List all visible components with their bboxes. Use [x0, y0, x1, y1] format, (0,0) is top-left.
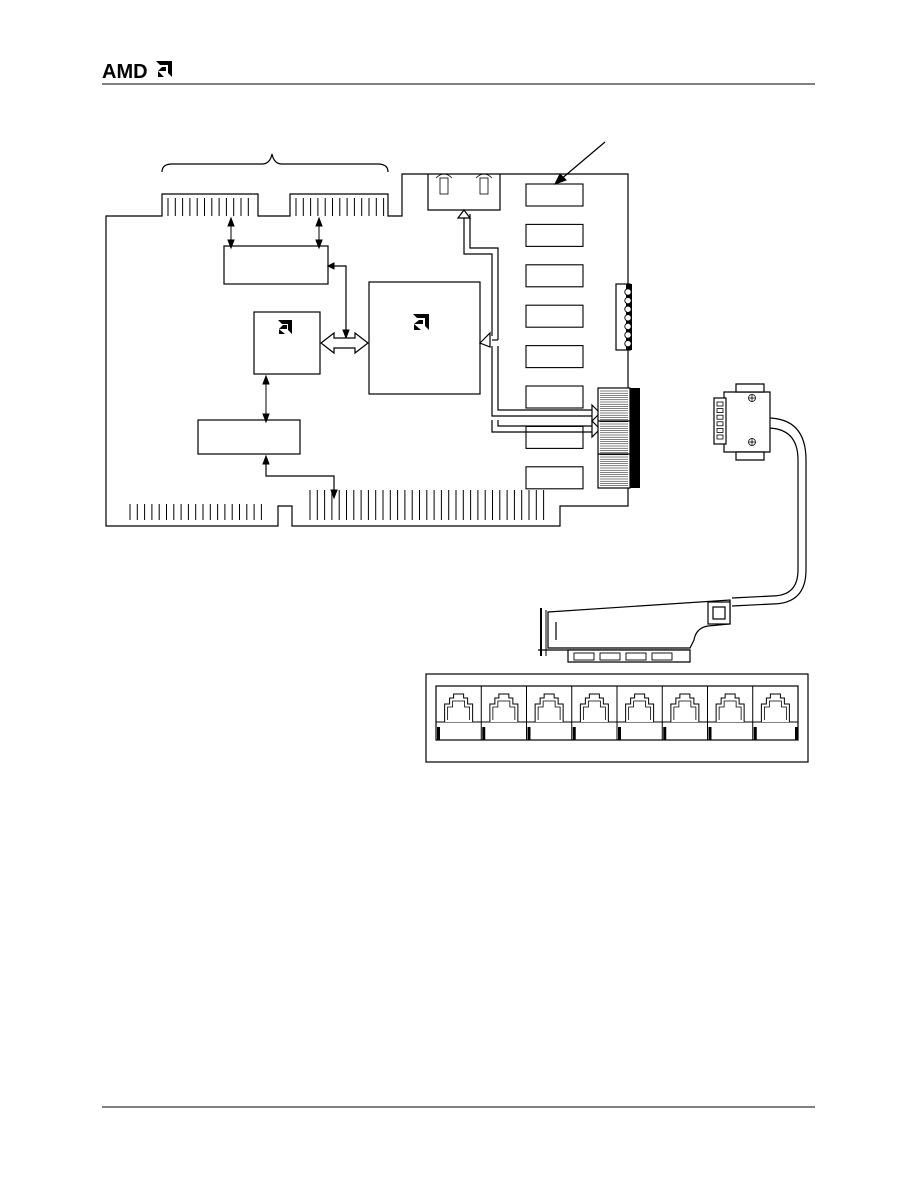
connector-pin	[624, 314, 632, 322]
bottom-edge-fingers-left	[129, 504, 262, 520]
jack-latch	[795, 727, 798, 740]
chip-to-lower-block-arrow	[262, 374, 270, 424]
memory-module-stack	[525, 183, 584, 490]
connector-pin	[624, 322, 632, 331]
connector-pin	[624, 305, 632, 313]
rj45-jack-icon	[526, 686, 564, 740]
amd-logo-text: AMD	[102, 61, 148, 83]
bus-arrows-top	[227, 216, 323, 250]
rj45-jack-icon	[435, 686, 474, 740]
right-edge-connector	[615, 283, 632, 351]
jack-opening	[625, 693, 655, 722]
memory-module	[525, 345, 584, 369]
rj45-jack-icon	[480, 686, 519, 740]
jack-opening	[579, 693, 609, 722]
jack-inner	[673, 700, 697, 720]
jack-latch	[753, 727, 757, 740]
adapter-board	[105, 141, 640, 527]
jack-opening	[760, 693, 790, 722]
rj45-jack-icon	[616, 686, 655, 740]
chip-to-bracket-path	[456, 209, 499, 348]
side-port	[651, 652, 673, 661]
amd-arrow-logo-icon	[413, 314, 429, 330]
jack-inner	[628, 700, 652, 720]
block-to-bus-link	[326, 262, 350, 340]
connector-pin	[624, 288, 632, 296]
jack-inner	[537, 700, 561, 720]
memory-module	[525, 385, 584, 409]
chip-to-connector-paths	[491, 346, 601, 439]
jack-latch	[708, 727, 712, 740]
bottom-edge-fingers-right	[309, 490, 545, 520]
lower-block-to-bus-path	[262, 454, 338, 500]
memory-callout-arrow	[553, 141, 606, 185]
plug-pin	[716, 421, 724, 427]
jack-opening	[534, 693, 564, 722]
connector-pins	[624, 288, 632, 348]
breakout-cable	[713, 383, 807, 607]
connector-pin	[624, 339, 632, 348]
rj45-jack-icon	[661, 686, 700, 740]
rj45-front-panel	[425, 673, 809, 763]
memory-module	[525, 223, 584, 247]
top-connector-brace	[161, 153, 389, 173]
jack-opening	[670, 693, 700, 722]
side-view-ports	[573, 652, 673, 661]
jack-latch	[437, 727, 440, 740]
jack-latch	[618, 727, 621, 740]
rj45-jack-icon	[571, 686, 609, 740]
plug-pin	[716, 414, 724, 420]
side-port	[599, 652, 621, 661]
board-outline	[105, 173, 629, 527]
plug-pin	[716, 427, 724, 433]
rj45-jack-row	[435, 686, 798, 740]
cable-connector-block	[597, 387, 640, 489]
plug-pin	[716, 401, 724, 407]
connector-hatch	[600, 390, 628, 486]
jack-latch	[482, 727, 486, 740]
jack-inner	[447, 700, 471, 720]
side-port	[573, 652, 595, 661]
connector-pin	[624, 296, 632, 305]
connector-pin	[624, 331, 632, 339]
plug-pin	[716, 434, 724, 440]
breakout-box-side-view	[538, 599, 731, 663]
jack-latch	[527, 727, 531, 740]
plug-pin	[716, 408, 724, 414]
memory-module	[525, 264, 584, 288]
jack-inner	[718, 700, 742, 720]
top-edge-fingers-right	[295, 198, 385, 216]
memory-module	[525, 304, 584, 328]
jack-inner	[492, 700, 516, 720]
amd-arrow-logo-icon	[156, 61, 172, 77]
jack-opening	[489, 693, 519, 722]
rj45-jack-icon	[752, 686, 790, 740]
amd-arrow-logo-icon	[278, 320, 292, 334]
jack-latch	[663, 727, 667, 740]
plug-pins	[716, 401, 724, 440]
memory-module	[525, 183, 584, 207]
chip-interconnect-arrow	[320, 331, 369, 355]
small-amd-chip	[253, 311, 321, 375]
top-bracket-connector	[427, 173, 501, 211]
jack-inner	[582, 700, 606, 720]
memory-module	[525, 466, 584, 490]
jack-latch	[572, 727, 576, 740]
cable-plug	[713, 383, 771, 461]
memory-module	[525, 425, 584, 449]
jack-inner	[763, 700, 787, 720]
large-amd-chip	[368, 281, 481, 395]
bottom-left-block	[197, 419, 301, 455]
jack-opening	[444, 693, 474, 722]
page-header: AMD	[102, 61, 815, 85]
rj45-jack-icon	[707, 686, 745, 740]
top-left-block	[223, 245, 329, 285]
side-port	[625, 652, 647, 661]
top-edge-fingers-left	[167, 198, 249, 216]
jack-opening	[715, 693, 745, 722]
